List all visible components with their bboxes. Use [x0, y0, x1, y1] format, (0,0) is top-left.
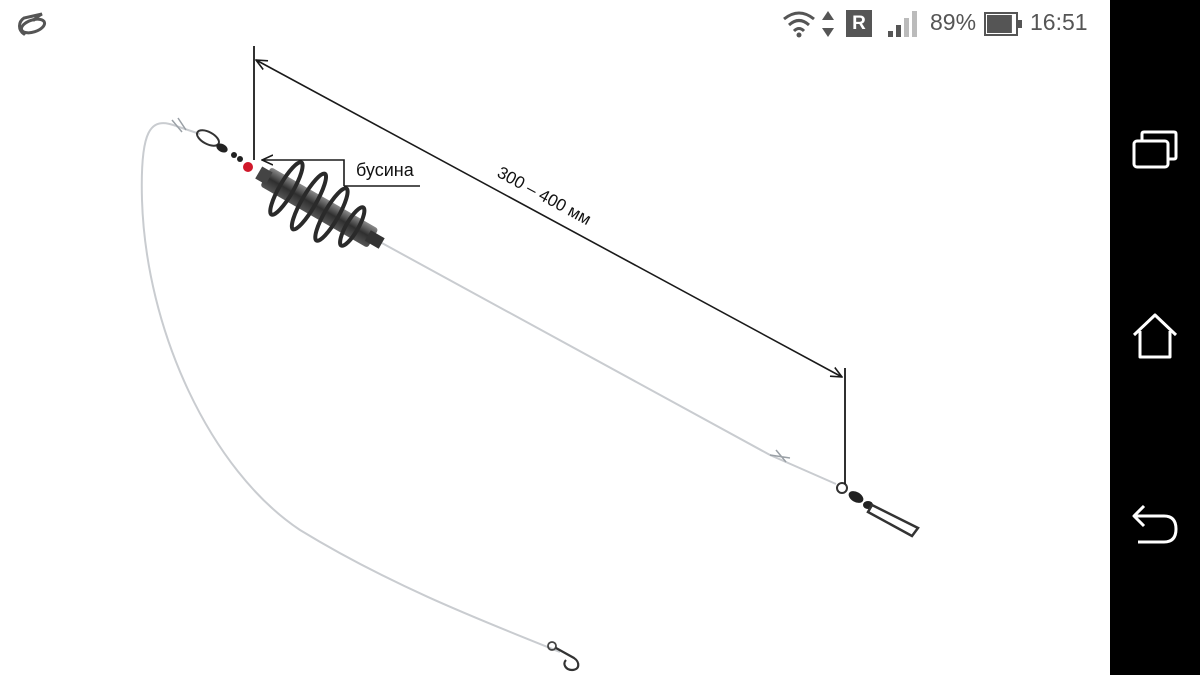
battery-percent: 89%	[930, 9, 977, 35]
top-knot	[171, 117, 187, 133]
back-button[interactable]	[1125, 494, 1185, 554]
back-icon	[1132, 504, 1178, 544]
status-bar: R 89% 16:51	[0, 0, 1110, 48]
roaming-badge: R	[846, 10, 872, 37]
top-leader	[175, 125, 201, 135]
hook	[547, 641, 580, 672]
roaming-letter: R	[852, 12, 866, 34]
recent-apps-icon	[1132, 130, 1178, 169]
cell-signal-icon	[888, 11, 917, 37]
image-viewer: бусина 300 – 400 мм R	[0, 0, 1110, 672]
data-activity-icon	[822, 11, 834, 37]
top-swivel	[196, 129, 243, 162]
hook-leader-line	[140, 122, 561, 653]
bottom-swivel	[836, 482, 920, 538]
main-line	[379, 241, 837, 485]
navigation-bar	[1110, 0, 1200, 675]
bead-label: бусина	[356, 160, 415, 180]
battery-icon	[984, 12, 1022, 36]
bead-pointer	[262, 160, 420, 187]
dimension-arrow	[256, 60, 842, 377]
clock: 16:51	[1030, 9, 1088, 35]
length-label: 300 – 400 мм	[494, 163, 594, 229]
wifi-icon	[783, 11, 815, 38]
opera-icon	[18, 12, 47, 36]
recent-apps-button[interactable]	[1125, 120, 1185, 180]
home-button[interactable]	[1125, 306, 1185, 366]
bottom-knot	[769, 449, 791, 463]
home-icon	[1132, 313, 1178, 359]
red-bead	[243, 162, 253, 172]
feeder-rig-diagram: бусина 300 – 400 мм	[140, 46, 920, 672]
